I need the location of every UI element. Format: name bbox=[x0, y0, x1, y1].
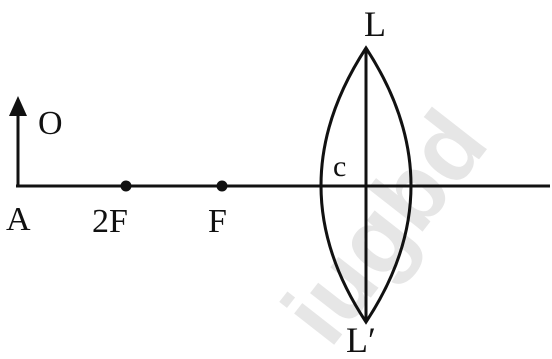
object-label: O bbox=[38, 105, 63, 142]
focus-point bbox=[216, 180, 228, 192]
focus-label: F bbox=[208, 203, 227, 240]
lens-bottom-label: L′ bbox=[346, 320, 376, 359]
twice-focus-label: 2F bbox=[92, 203, 128, 240]
watermark: iugbd bbox=[262, 91, 507, 359]
twice-focus-point bbox=[120, 180, 132, 192]
optical-center-label: c bbox=[333, 150, 346, 183]
lens-top-label: L bbox=[364, 4, 386, 44]
object-base-label: A bbox=[6, 201, 31, 238]
object-arrow-head bbox=[9, 96, 27, 116]
